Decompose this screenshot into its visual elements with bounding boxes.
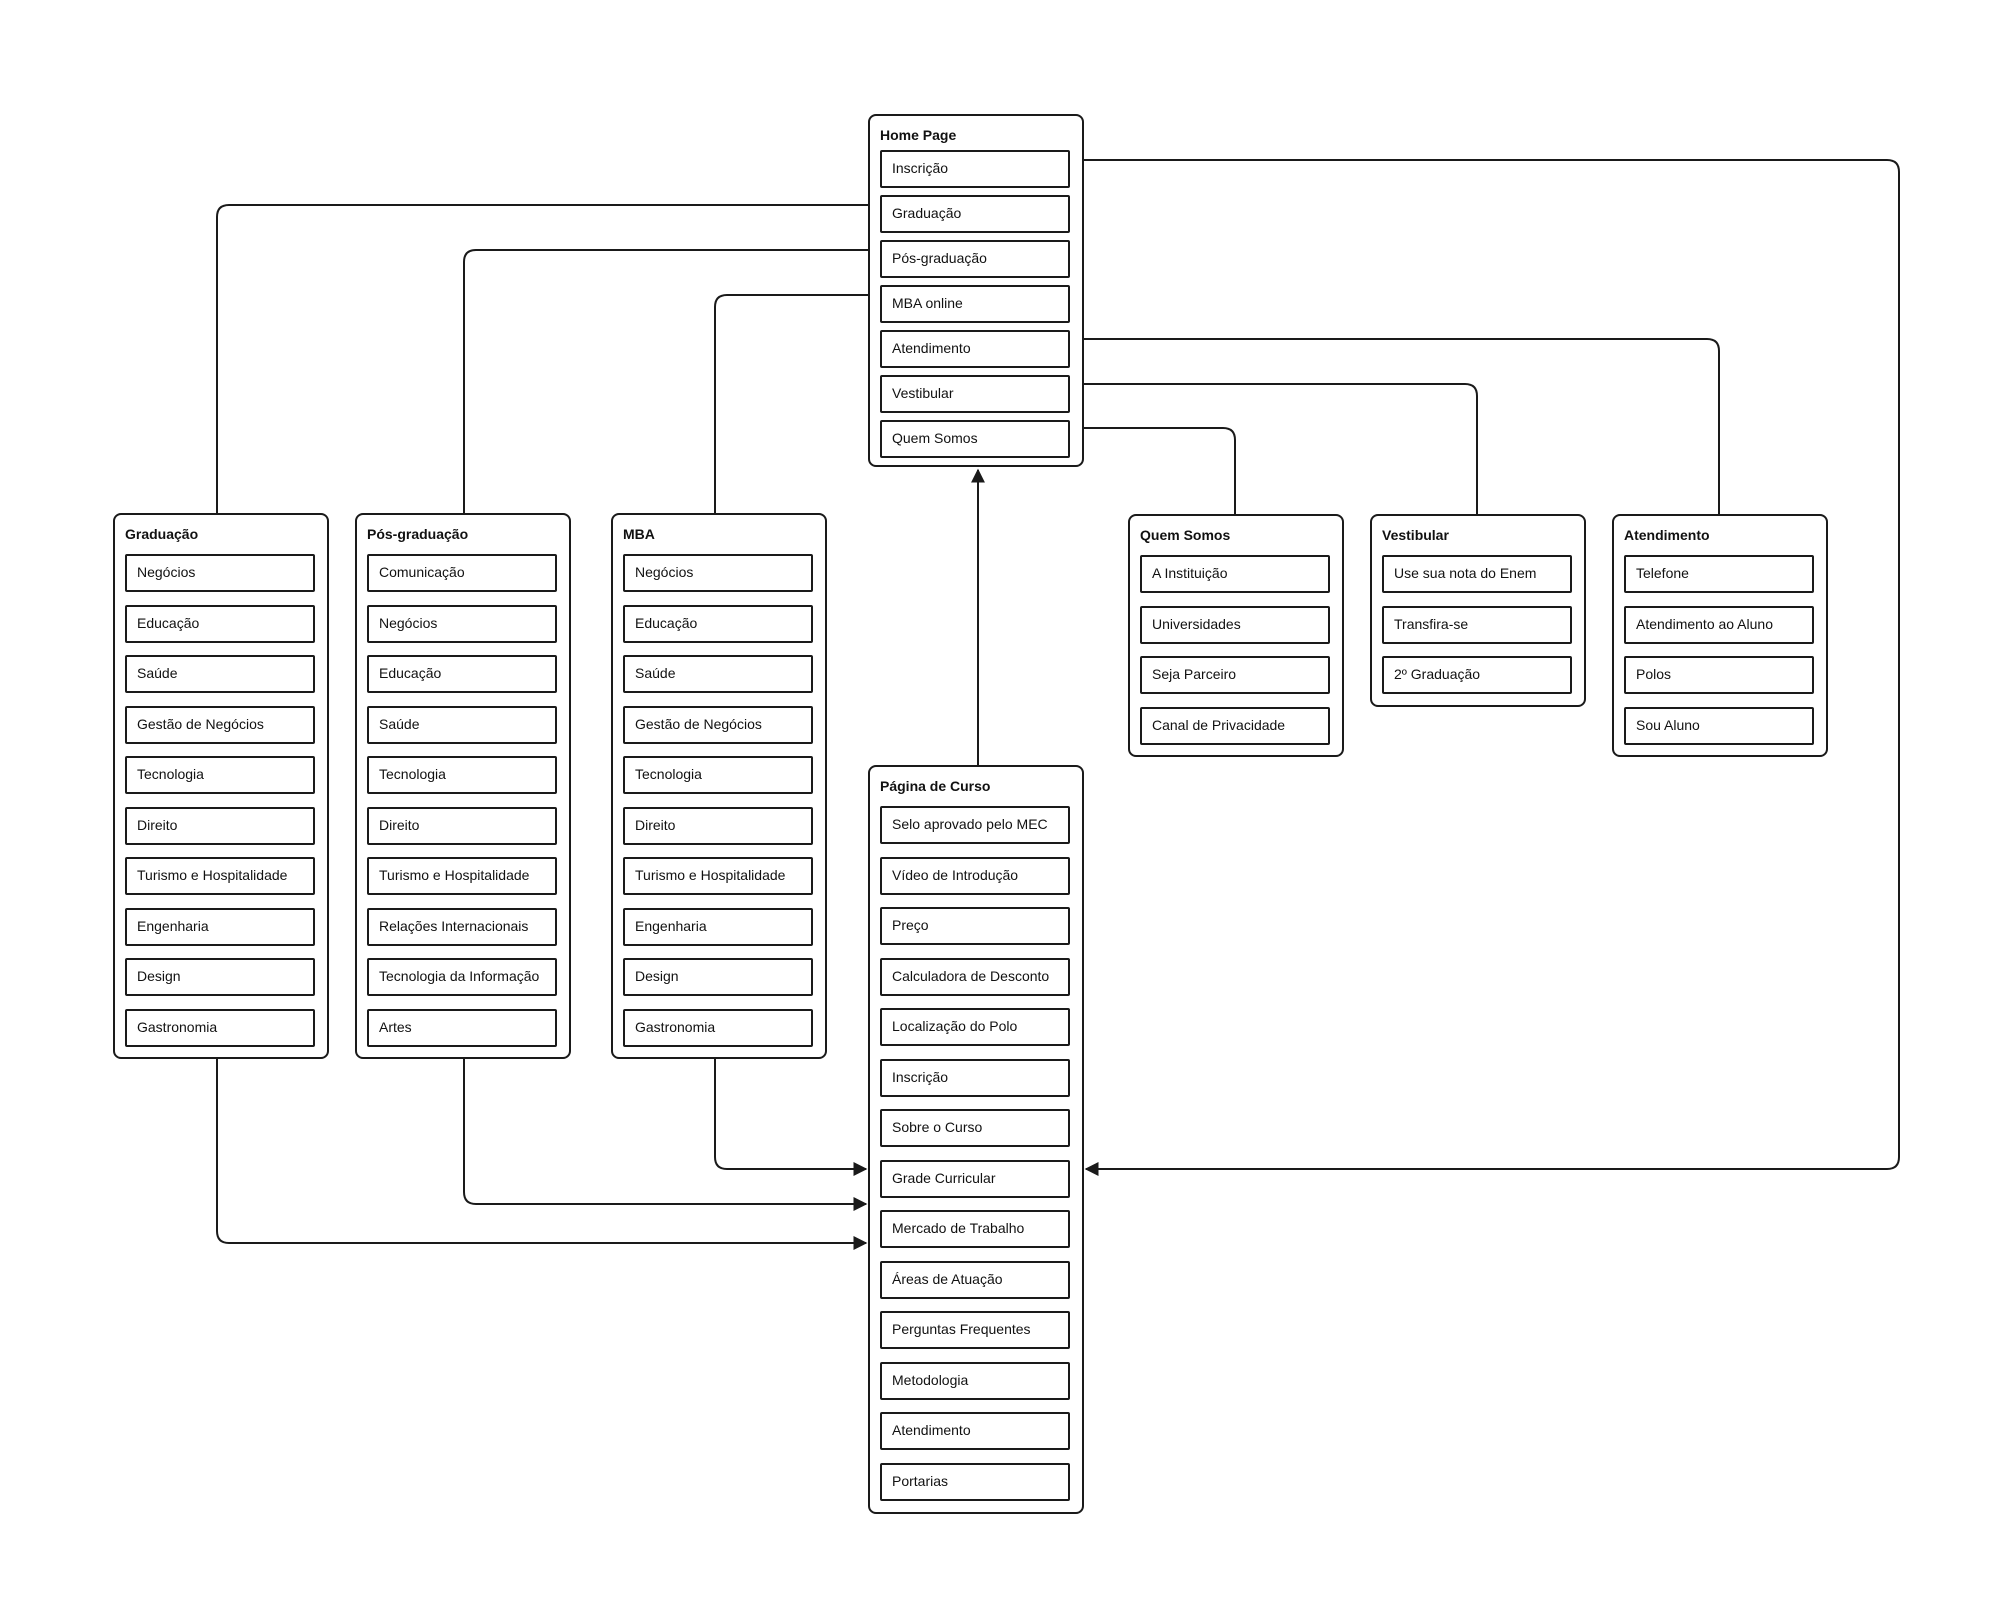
node-item: Inscrição <box>880 1059 1070 1097</box>
node-item: Comunicação <box>367 554 557 592</box>
group-title: Página de Curso <box>880 778 991 794</box>
node-item: Calculadora de Desconto <box>880 958 1070 996</box>
node-item: Educação <box>125 605 315 643</box>
node-item: Gestão de Negócios <box>125 706 315 744</box>
node-item: Localização do Polo <box>880 1008 1070 1046</box>
group-title: MBA <box>623 526 655 542</box>
node-item: Canal de Privacidade <box>1140 707 1330 745</box>
node-item: Atendimento <box>880 330 1070 368</box>
node-item: Design <box>125 958 315 996</box>
node-item: Gestão de Negócios <box>623 706 813 744</box>
node-item: Negócios <box>623 554 813 592</box>
node-item: MBA online <box>880 285 1070 323</box>
node-item: Educação <box>367 655 557 693</box>
group-title: Home Page <box>880 127 957 143</box>
connector-pos-to-curso <box>463 1059 868 1211</box>
connector-home-atendimento <box>1073 338 1720 514</box>
node-item: Saúde <box>125 655 315 693</box>
group-title: Quem Somos <box>1140 527 1231 543</box>
connector-home-vestibular <box>1073 383 1478 514</box>
node-item: Tecnologia <box>367 756 557 794</box>
node-item: Direito <box>125 807 315 845</box>
node-item: Telefone <box>1624 555 1814 593</box>
node-item: Saúde <box>623 655 813 693</box>
node-item: 2º Graduação <box>1382 656 1572 694</box>
node-item: Tecnologia <box>623 756 813 794</box>
node-item: Áreas de Atuação <box>880 1261 1070 1299</box>
group-title: Atendimento <box>1624 527 1710 543</box>
node-item: Vestibular <box>880 375 1070 413</box>
node-item: Negócios <box>367 605 557 643</box>
node-item: Relações Internacionais <box>367 908 557 946</box>
node-item: Engenharia <box>623 908 813 946</box>
connector-home-mba <box>714 294 884 513</box>
node-item: Preço <box>880 907 1070 945</box>
node-item: Perguntas Frequentes <box>880 1311 1070 1349</box>
node-item: Selo aprovado pelo MEC <box>880 806 1070 844</box>
node-item: Transfira-se <box>1382 606 1572 644</box>
node-item: Direito <box>367 807 557 845</box>
node-item: Portarias <box>880 1463 1070 1501</box>
node-item: Gastronomia <box>623 1009 813 1047</box>
node-item: Educação <box>623 605 813 643</box>
node-item: Saúde <box>367 706 557 744</box>
node-item: Sobre o Curso <box>880 1109 1070 1147</box>
connector-home-pos <box>463 249 884 513</box>
node-item: Universidades <box>1140 606 1330 644</box>
node-item: Negócios <box>125 554 315 592</box>
node-item: Quem Somos <box>880 420 1070 458</box>
node-item: Turismo e Hospitalidade <box>367 857 557 895</box>
connector-graduacao-to-curso <box>216 1059 868 1250</box>
node-item: Polos <box>1624 656 1814 694</box>
node-item: Engenharia <box>125 908 315 946</box>
node-item: Vídeo de Introdução <box>880 857 1070 895</box>
node-item: Seja Parceiro <box>1140 656 1330 694</box>
node-item: Turismo e Hospitalidade <box>125 857 315 895</box>
connector-mba-to-curso <box>714 1059 868 1176</box>
node-item: Atendimento ao Aluno <box>1624 606 1814 644</box>
node-item: Sou Aluno <box>1624 707 1814 745</box>
node-item: Tecnologia da Informação <box>367 958 557 996</box>
connector-home-quem <box>1073 427 1236 514</box>
group-title: Graduação <box>125 526 199 542</box>
node-item: Inscrição <box>880 150 1070 188</box>
node-item: Metodologia <box>880 1362 1070 1400</box>
node-item: Artes <box>367 1009 557 1047</box>
node-item: Gastronomia <box>125 1009 315 1047</box>
node-item: Tecnologia <box>125 756 315 794</box>
connector-home-graduacao <box>216 204 884 513</box>
node-item: Graduação <box>880 195 1070 233</box>
node-item: Mercado de Trabalho <box>880 1210 1070 1248</box>
node-item: Turismo e Hospitalidade <box>623 857 813 895</box>
node-item: Design <box>623 958 813 996</box>
node-item: Pós-graduação <box>880 240 1070 278</box>
node-item: A Instituição <box>1140 555 1330 593</box>
node-item: Direito <box>623 807 813 845</box>
node-item: Atendimento <box>880 1412 1070 1450</box>
node-item: Use sua nota do Enem <box>1382 555 1572 593</box>
group-title: Vestibular <box>1382 527 1449 543</box>
node-item: Grade Curricular <box>880 1160 1070 1198</box>
group-title: Pós-graduação <box>367 526 469 542</box>
